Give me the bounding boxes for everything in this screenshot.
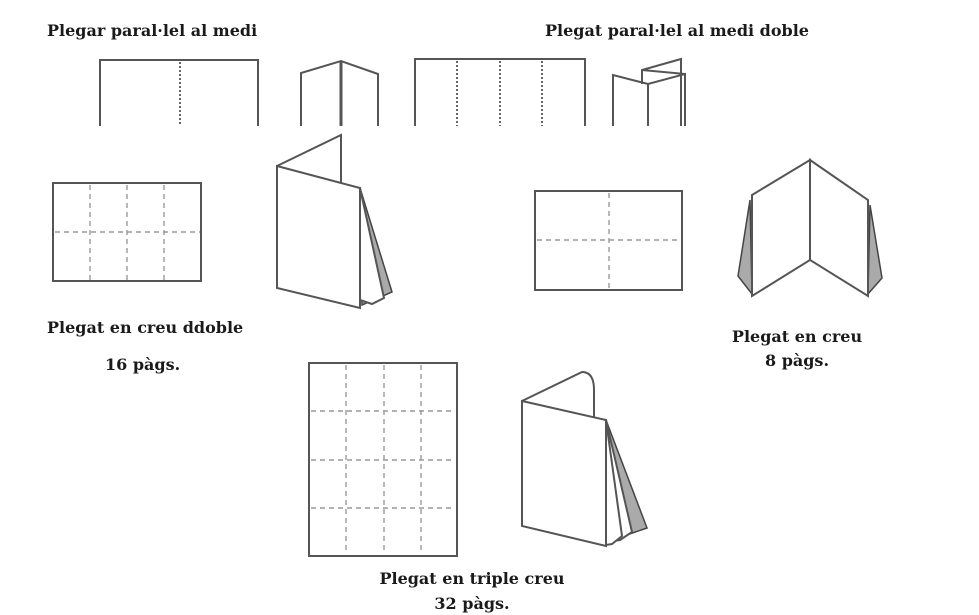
double-cross-booklet [276, 133, 393, 310]
label-triple-cross: Plegat en triple creu [379, 569, 565, 588]
label-cross: Plegat en creu [731, 327, 863, 346]
parallel-half-double-flat-sheet [414, 58, 586, 126]
triple-cross-booklet [521, 370, 648, 548]
double-cross-flat-sheet [52, 182, 202, 282]
parallel-half-folded [300, 59, 379, 126]
parallel-half-flat-sheet [99, 59, 259, 126]
label-parallel-half-double: Plegat paral·lel al medi doble [545, 21, 809, 40]
cross-flat-sheet [534, 190, 683, 291]
parallel-half-double-folded [612, 57, 686, 126]
cross-booklet-open [737, 158, 883, 298]
label-double-cross: Plegat en creu ddoble [47, 318, 244, 337]
label-parallel-half: Plegar paral·lel al medi [47, 21, 258, 40]
label-double-cross-pages: 16 pàgs. [105, 355, 181, 374]
label-cross-pages: 8 pàgs. [764, 351, 830, 370]
triple-cross-flat-sheet [308, 362, 458, 557]
label-triple-cross-pages: 32 pàgs. [434, 594, 510, 613]
